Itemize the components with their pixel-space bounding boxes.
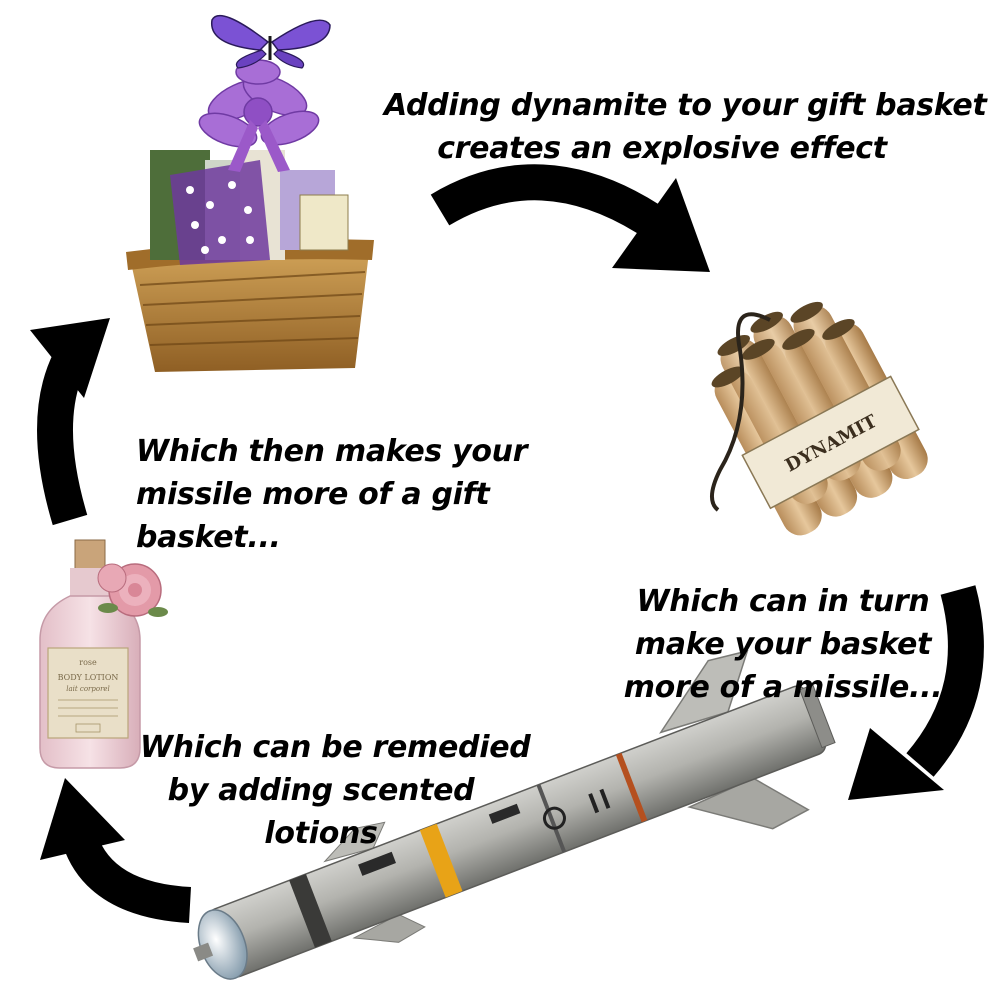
caption-line: Which then makes your <box>136 430 506 473</box>
caption-line: Adding dynamite to your gift basket <box>384 84 940 127</box>
gift-basket-image <box>126 16 374 372</box>
caption-line: creates an explosive effect <box>384 127 940 170</box>
lotion-brand: rose <box>79 658 97 667</box>
caption-line: Which can in turn <box>618 580 948 623</box>
caption-line: missile more of a gift <box>136 473 506 516</box>
caption-lotion-to-basket: Which then makes your missile more of a … <box>136 430 506 559</box>
rose-icon <box>98 564 168 617</box>
arrow-lotion-to-basket <box>30 318 110 520</box>
caption-line: Which can be remedied <box>140 726 502 769</box>
caption-line: make your basket <box>618 623 948 666</box>
lotion-subtitle: lait corporel <box>66 685 110 693</box>
lotion-title: BODY LOTION <box>58 673 119 682</box>
arrow-basket-to-dynamite <box>440 178 710 272</box>
caption-line: by adding scented <box>140 769 502 812</box>
butterfly-icon <box>212 16 330 68</box>
caption-line: lotions <box>140 812 502 855</box>
caption-dynamite-to-missile: Which can in turn make your basket more … <box>618 580 948 709</box>
caption-missile-to-lotion: Which can be remedied by adding scented … <box>140 726 502 855</box>
caption-line: more of a missile... <box>618 666 948 709</box>
caption-basket-to-dynamite: Adding dynamite to your gift basket crea… <box>384 84 940 170</box>
dynamite-bundle-image: DYNAMIT <box>689 277 937 544</box>
caption-line: basket... <box>136 516 506 559</box>
